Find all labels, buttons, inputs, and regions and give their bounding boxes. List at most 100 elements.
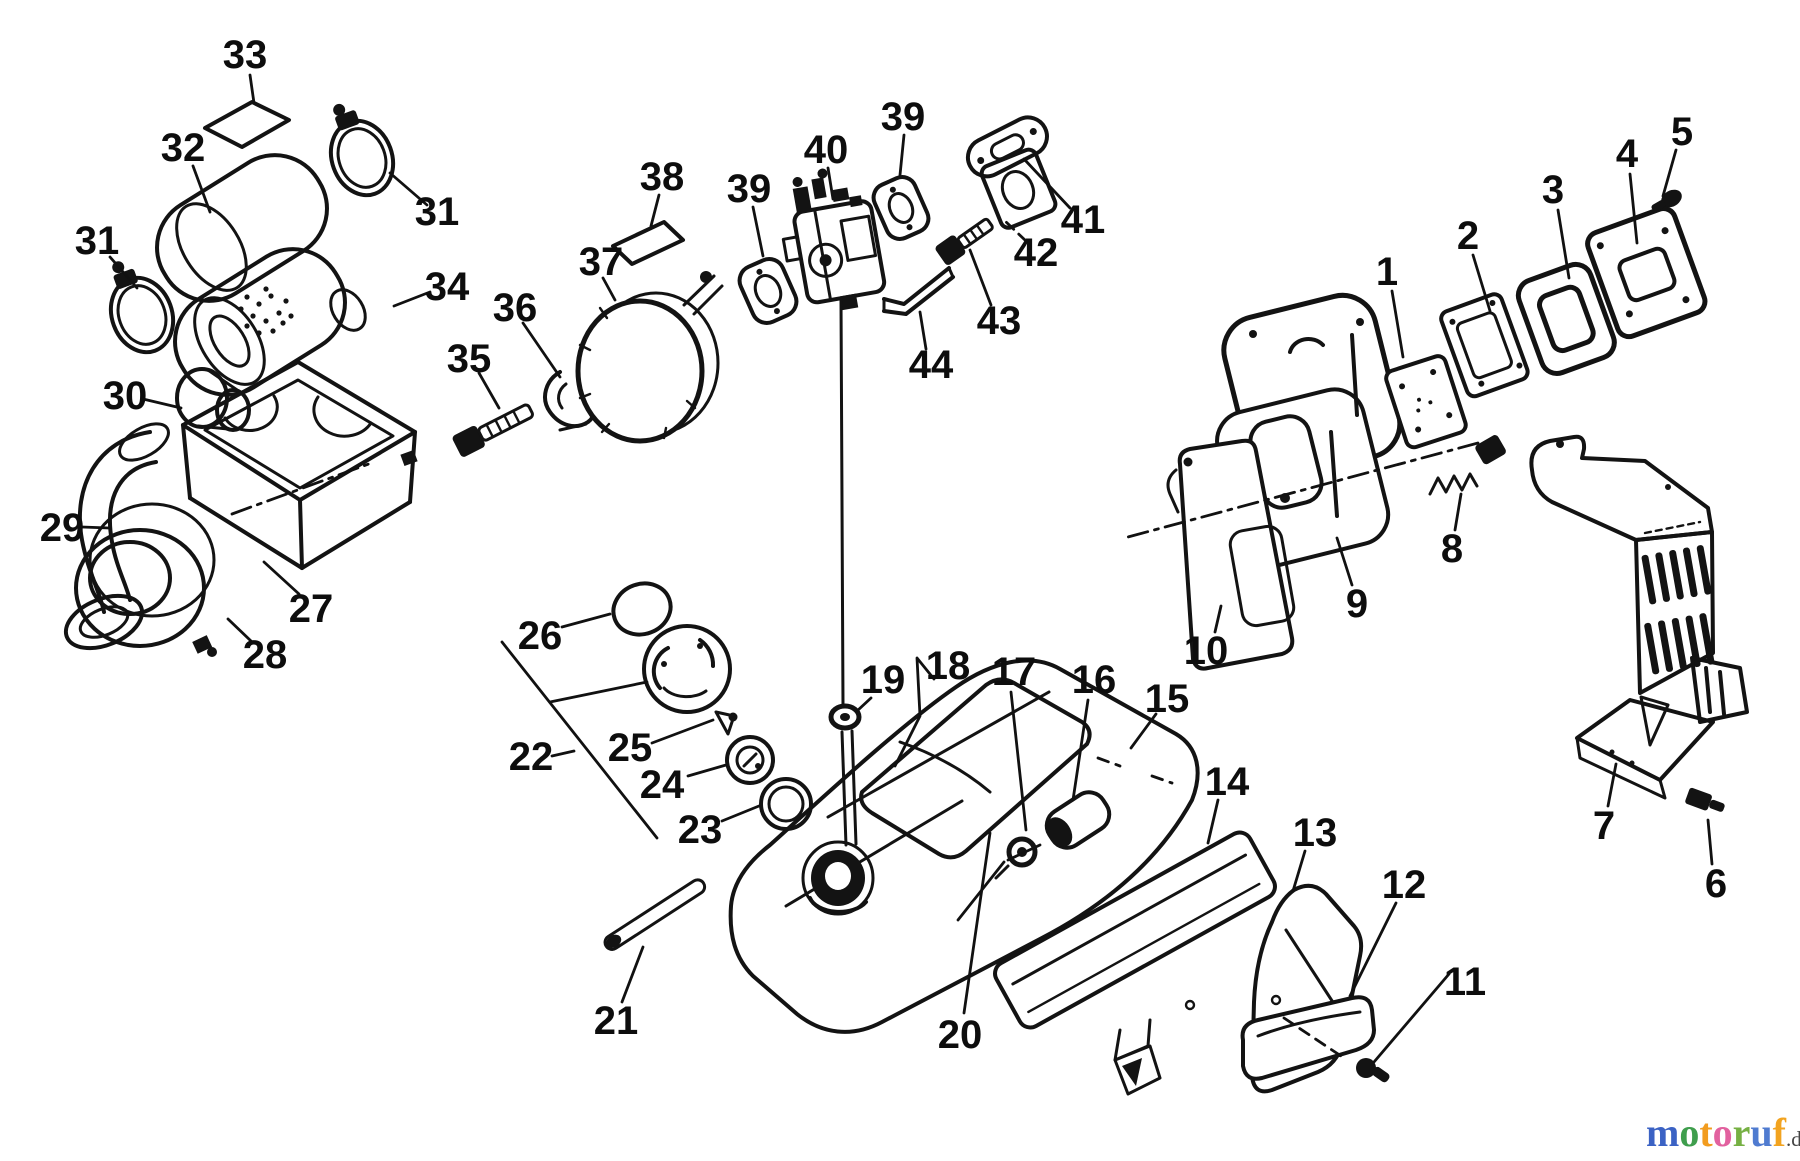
part-label-28: 28 (226, 617, 288, 677)
part-number-2: 2 (1457, 214, 1479, 258)
part-number-3: 3 (1542, 168, 1564, 212)
part-7-shield-bracket (1529, 434, 1749, 800)
tank-filler-neck (801, 840, 875, 916)
part-42-spacer (979, 147, 1058, 230)
part-number-32: 32 (161, 126, 206, 170)
part-28-filter-housing (74, 502, 217, 657)
part-41-flange-gasket (965, 115, 1049, 179)
construction-line-2 (1126, 441, 1480, 539)
construction-line-5 (1150, 774, 1174, 785)
part-label-42: 42 (1002, 218, 1058, 275)
part-30-adapter-grommet (175, 367, 251, 432)
construction-line-1 (548, 680, 649, 704)
leader-line-28 (226, 617, 253, 643)
part-number-15: 15 (1145, 677, 1190, 721)
part-number-31: 31 (415, 190, 460, 234)
part-label-40: 40 (804, 128, 848, 201)
part-number-6: 6 (1705, 862, 1727, 906)
part-number-19: 19 (861, 658, 906, 702)
part-33-sticker (203, 100, 291, 149)
leader-line-36 (521, 321, 562, 379)
part-number-25: 25 (608, 726, 653, 770)
bracket-vent-slots (1641, 545, 1712, 605)
part-number-39: 39 (881, 95, 926, 139)
leader-line-7 (1606, 762, 1618, 808)
leader-line-44 (918, 310, 928, 351)
part-number-7: 7 (1593, 804, 1615, 848)
leader-line-1 (1390, 289, 1405, 359)
part-label-21: 21 (594, 945, 645, 1043)
part-label-12: 12 (1348, 863, 1426, 998)
construction-line-8 (1006, 843, 1042, 862)
part-label-19: 19 (855, 658, 906, 713)
part-label-5: 5 (1661, 110, 1693, 198)
leader-line-38 (649, 193, 661, 228)
construction-line-0 (500, 640, 659, 840)
part-number-28: 28 (243, 633, 288, 677)
part-number-43: 43 (977, 299, 1022, 343)
part-number-21: 21 (594, 999, 639, 1043)
part-number-34: 34 (425, 265, 470, 309)
leader-line-24 (686, 763, 728, 778)
part-label-11: 11 (1372, 960, 1486, 1064)
leader-line-17 (1009, 690, 1028, 832)
leader-line-23 (720, 804, 761, 823)
part-label-25: 25 (608, 718, 715, 770)
leader-line-26 (560, 612, 612, 629)
part-number-44: 44 (909, 343, 954, 387)
part-31-clamp-left (108, 261, 176, 355)
part-number-18: 18 (926, 644, 971, 688)
part-1-muffler-plate (1384, 354, 1468, 450)
part-18-fuel-line (839, 298, 845, 707)
part-label-27: 27 (262, 560, 333, 631)
part-11-screw (1356, 1058, 1390, 1083)
part-label-16: 16 (1071, 658, 1117, 802)
leader-line-11 (1372, 972, 1451, 1064)
part-label-2: 2 (1457, 214, 1492, 313)
leader-line-31 (388, 171, 429, 207)
part-24-retainer (725, 735, 775, 785)
part-label-39: 39 (881, 95, 926, 177)
construction-line-4 (1096, 756, 1122, 768)
part-38-sticker (611, 220, 685, 266)
part-14-heat-shield (993, 830, 1277, 1096)
leader-line-14 (1206, 798, 1220, 845)
part-label-20: 20 (938, 831, 992, 1057)
part-40-carburetor (781, 168, 887, 311)
part-27-filter-base (181, 360, 418, 570)
part-number-29: 29 (40, 506, 85, 550)
part-4-outlet-plate (1585, 206, 1708, 340)
part-23-ring (759, 777, 813, 831)
part-label-34: 34 (392, 265, 470, 309)
part-number-35: 35 (447, 337, 492, 381)
part-number-26: 26 (518, 614, 563, 658)
leader-line-39 (751, 205, 765, 258)
part-number-39: 39 (727, 167, 772, 211)
part-number-16: 16 (1072, 658, 1117, 702)
part-number-10: 10 (1184, 629, 1229, 673)
part-label-9: 9 (1335, 536, 1368, 626)
part-label-10: 10 (1184, 604, 1229, 673)
part-20-pickup-tube (840, 729, 858, 847)
part-number-41: 41 (1061, 198, 1106, 242)
part-10-cover-plate (1166, 438, 1296, 671)
filter-perforation-dots (238, 286, 294, 336)
leader-line-33 (248, 73, 256, 105)
part-35-screw (452, 403, 534, 457)
part-number-20: 20 (938, 1013, 983, 1057)
part-32-filter-element (155, 153, 329, 303)
leader-line-41 (1022, 157, 1072, 210)
part-8-bolt-with-spring (1428, 435, 1506, 496)
leader-line-32 (191, 164, 212, 214)
leader-line-40 (826, 166, 835, 201)
leader-line-3 (1556, 208, 1571, 280)
leader-line-34 (392, 290, 432, 308)
leader-line-39 (898, 133, 906, 177)
part-22-fuel-cap (642, 624, 732, 714)
leader-line-22 (550, 749, 576, 758)
part-number-23: 23 (678, 808, 723, 852)
part-number-22: 22 (509, 735, 554, 779)
part-21-rod (603, 878, 707, 951)
